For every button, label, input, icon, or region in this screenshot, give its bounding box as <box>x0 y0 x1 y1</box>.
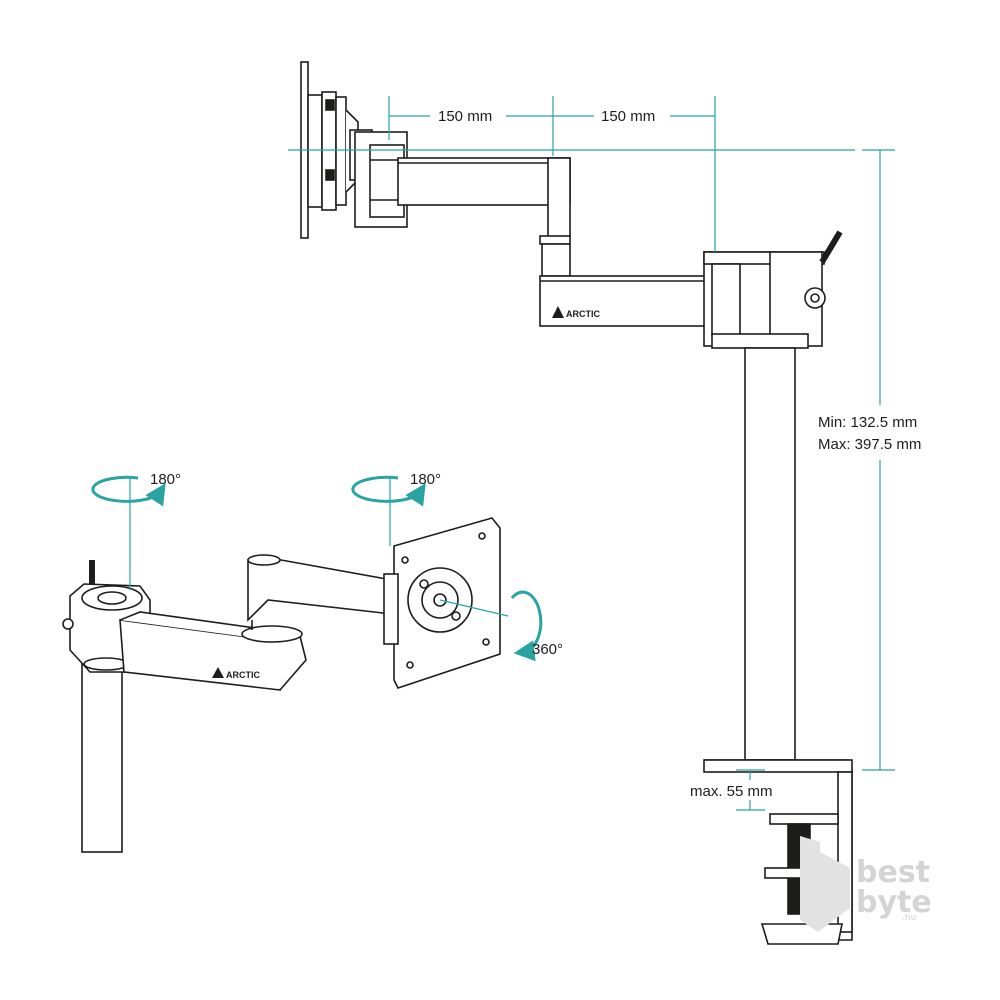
dim-arm-segment-1: 150 mm <box>438 108 492 125</box>
pole-iso <box>81 639 123 853</box>
upper-arm-side <box>397 157 571 245</box>
svg-text:ARCTIC: ARCTIC <box>226 670 260 680</box>
label-rotation-plate: 360° <box>532 641 563 658</box>
watermark-logo-icon <box>800 836 850 932</box>
rotation-indicators <box>91 475 543 662</box>
side-view-drawing <box>300 61 853 945</box>
arctic-logo-bottom: ARCTIC <box>212 667 260 680</box>
svg-text:.hu: .hu <box>902 913 916 923</box>
svg-text:best: best <box>856 855 930 890</box>
rotate-arrow-pole <box>91 475 166 507</box>
watermark: best byte .hu <box>800 836 932 932</box>
lower-arm-iso <box>119 611 307 691</box>
pole-side <box>744 347 796 761</box>
label-rotation-pole: 180° <box>150 471 181 488</box>
dim-clamp-max: max. 55 mm <box>690 783 773 800</box>
svg-text:ARCTIC: ARCTIC <box>566 309 600 319</box>
iso-view-drawing <box>62 517 501 853</box>
rotate-arrow-head <box>351 475 426 507</box>
label-rotation-head: 180° <box>410 471 441 488</box>
rotate-arrow-plate <box>510 590 543 662</box>
vesa-plate-iso <box>383 517 501 689</box>
dim-height-min: Min: 132.5 mm <box>818 414 917 431</box>
svg-text:byte: byte <box>856 885 932 920</box>
dimension-lines <box>288 96 895 811</box>
dim-height-max: Max: 397.5 mm <box>818 436 921 453</box>
arctic-logo-top: ARCTIC <box>552 306 600 319</box>
pole-head-side <box>703 230 843 349</box>
upper-arm-iso <box>247 554 393 630</box>
dim-arm-segment-2: 150 mm <box>601 108 655 125</box>
